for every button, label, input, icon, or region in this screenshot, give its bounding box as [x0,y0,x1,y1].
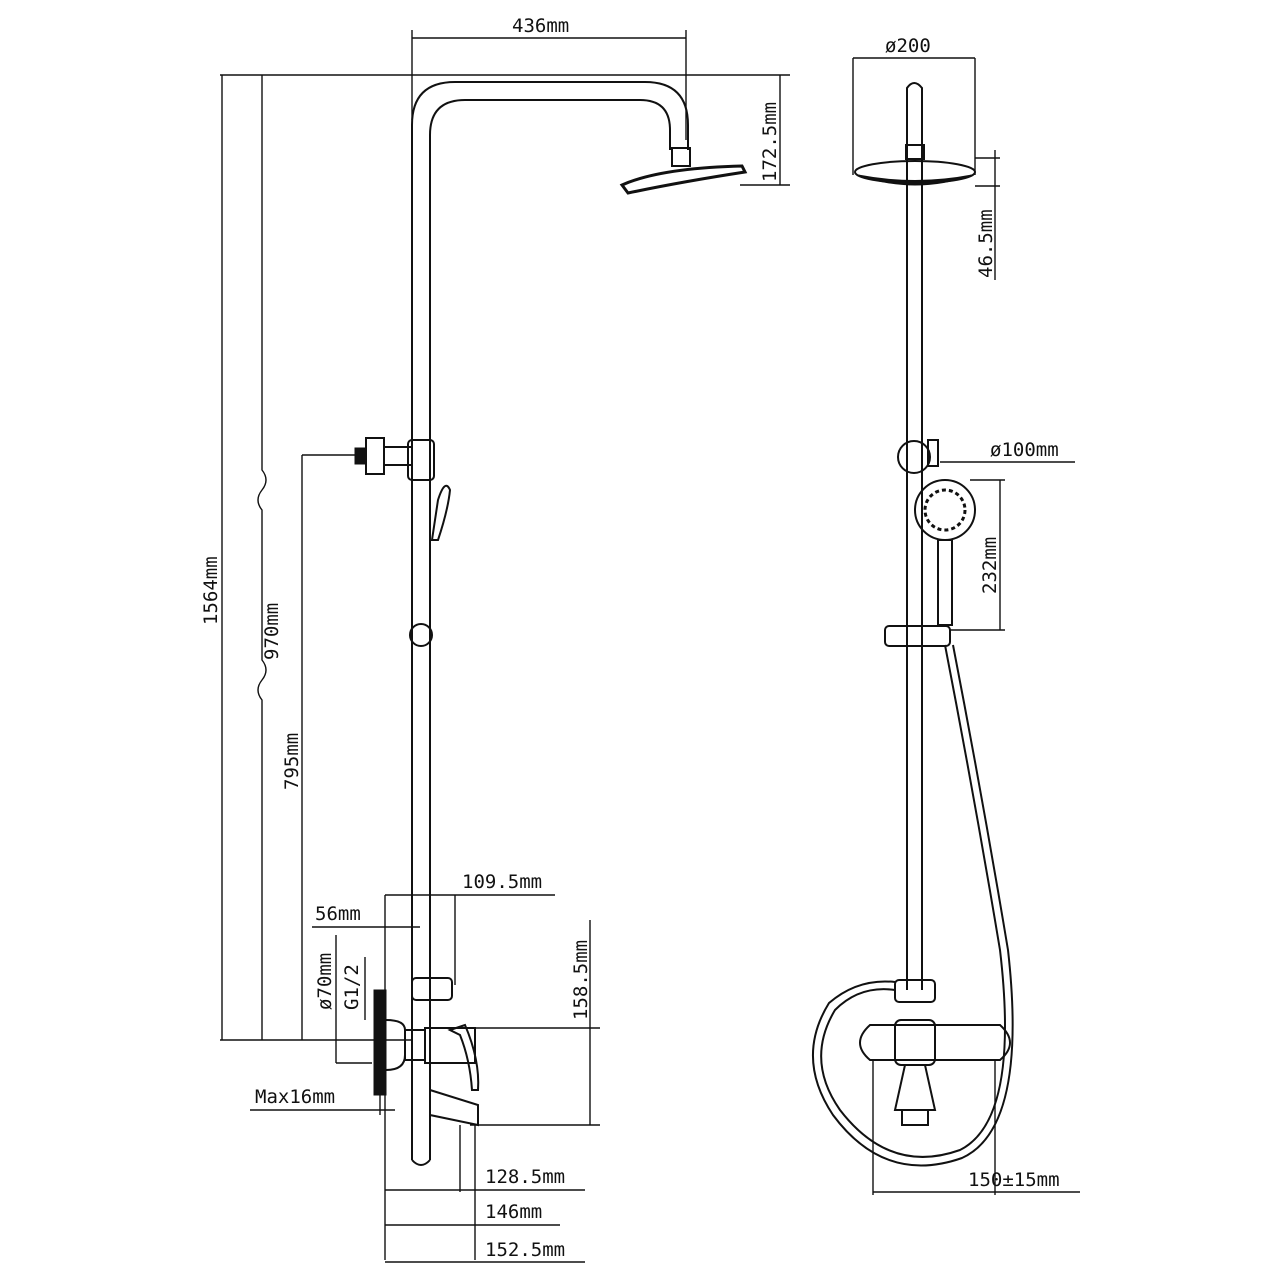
dim-158-5: 158.5mm [570,940,592,1020]
dim-970: 970mm [261,603,283,660]
dim-146: 146mm [485,1201,542,1223]
mixer-lever [447,1023,480,1091]
dim-436: 436mm [512,15,569,37]
slider-front [897,440,931,474]
hose [820,644,1006,1158]
dim-172-5: 172.5mm [759,102,781,182]
diverter [411,977,453,1001]
dim-109-5: 109.5mm [462,871,542,893]
mixer-body-side [424,1027,476,1064]
dim-152-5: 152.5mm [485,1239,565,1261]
spout-front [893,1064,937,1111]
thread-g12: G1/2 [341,964,363,1010]
front-view: ø200 46.5mm ø100mm 232mm 150±15mm [812,35,1080,1195]
spout-side [429,1088,479,1127]
riser-pipe [411,81,689,1160]
dim-56: 56mm [315,903,361,925]
slide-knob [409,623,433,647]
front-riser [906,82,923,990]
dim-128-5: 128.5mm [485,1166,565,1188]
dim-46-5: 46.5mm [975,209,997,278]
escutcheon [385,1019,406,1071]
wall-bracket [354,447,366,465]
dim-1564: 1564mm [200,556,222,625]
dim-232: 232mm [979,537,1001,594]
riser-bottom [411,1159,431,1166]
riser-pipe-inner [429,99,671,1160]
dim-max16: Max16mm [255,1086,335,1108]
handset-holder [884,625,951,647]
dim-795: 795mm [281,733,303,790]
dim-d100: ø100mm [990,439,1059,461]
head-connector [671,147,691,167]
rain-shower-head-side [619,164,748,195]
dim-d70: ø70mm [314,953,336,1010]
dim-d200: ø200 [885,35,931,57]
hand-shower-side [430,484,452,541]
mixer-body-front [859,1024,1011,1061]
side-view: 436mm 172.5mm 1564mm 970mm 795mm 109.5mm… [200,15,790,1263]
handset-handle [937,539,953,626]
slider-bracket [407,439,435,481]
wall-plate [373,989,387,1096]
dim-150-15: 150±15mm [968,1169,1060,1191]
